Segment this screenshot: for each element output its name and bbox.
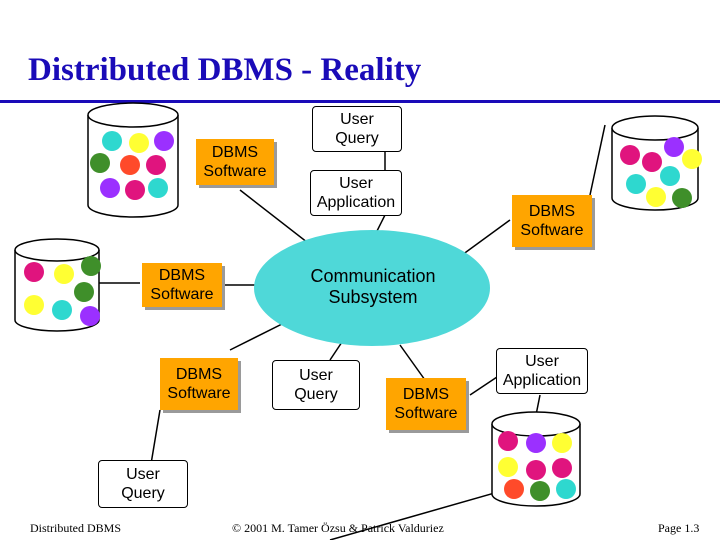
link-dbms5-app2 <box>469 374 501 396</box>
user-query-line-1: User <box>299 367 333 384</box>
user-application-line-1: User <box>339 175 373 192</box>
link-dbms4-cloud <box>229 319 291 351</box>
user-query-line-1: User <box>340 111 374 128</box>
dbms-label-line-1: DBMS <box>175 366 223 383</box>
dbms-label-line-1: DBMS <box>402 386 450 403</box>
footer-center: © 2001 M. Tamer Özsu & Patrick Valduriez <box>232 521 444 535</box>
dbms-software-box-1: DBMS Software <box>196 139 274 185</box>
dbms-label-line-2: Software <box>520 222 584 239</box>
dbms-software-box-2: DBMS Software <box>142 263 222 307</box>
user-application-line-2: Application <box>502 372 582 389</box>
communication-cloud <box>254 230 490 346</box>
center-line-2: Subsystem <box>328 287 418 307</box>
communication-subsystem-label: Communication Subsystem <box>260 266 486 308</box>
dbms-software-box-4: DBMS Software <box>160 358 238 410</box>
user-application-line-1: User <box>525 353 559 370</box>
user-query-line-2: Query <box>294 386 338 403</box>
link-cloud-dbms5 <box>399 344 426 381</box>
dbms-label-line-2: Software <box>167 385 231 402</box>
user-query-line-1: User <box>126 466 160 483</box>
link-db3-dbms3 <box>589 124 606 196</box>
center-line-1: Communication <box>310 266 436 286</box>
database-cylinder-4 <box>491 411 581 507</box>
dbms-label-line-1: DBMS <box>528 203 576 220</box>
footer-left: Distributed DBMS <box>30 521 122 535</box>
database-cylinder-3 <box>611 115 702 211</box>
database-cylinder-2 <box>14 238 101 332</box>
user-query-line-2: Query <box>121 485 165 502</box>
database-cylinder-1 <box>87 102 179 218</box>
title-underline <box>0 100 720 103</box>
dbms-label-line-1: DBMS <box>211 144 259 161</box>
link-dbms3-cloud <box>461 219 511 256</box>
dbms-software-box-5: DBMS Software <box>386 378 466 430</box>
dbms-label-line-2: Software <box>203 163 267 180</box>
footer-page-number: Page 1.3 <box>658 521 700 535</box>
dbms-label-line-2: Software <box>150 286 214 303</box>
dbms-label-line-1: DBMS <box>158 267 206 284</box>
dbms-label-line-2: Software <box>394 405 458 422</box>
user-query-line-2: Query <box>335 130 379 147</box>
slide-title: Distributed DBMS - Reality <box>28 52 422 88</box>
user-application-line-2: Application <box>316 194 396 211</box>
dbms-software-box-3: DBMS Software <box>512 195 592 247</box>
